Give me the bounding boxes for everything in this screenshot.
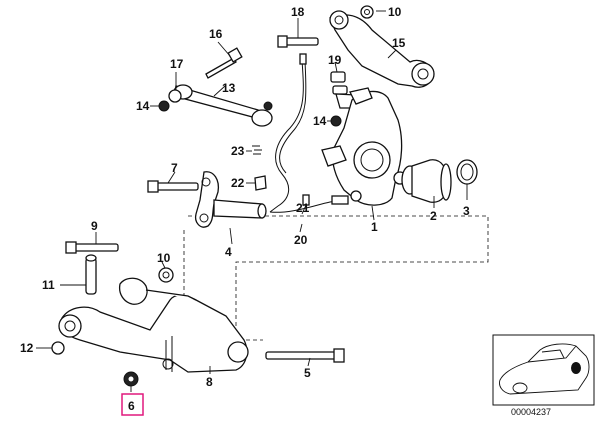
callout-labels: 18 10 15 19 16 17 13 14 14 23 22 7 21 20… — [20, 5, 470, 389]
bolt-7 — [147, 180, 199, 193]
bushing-22 — [254, 175, 267, 191]
wheel-carrier — [321, 87, 407, 206]
callout-11: 11 — [42, 278, 55, 292]
callout-14-right: 14 — [313, 114, 327, 128]
ring-3 — [456, 159, 478, 185]
callout-22: 22 — [231, 176, 245, 190]
callout-14-left: 14 — [136, 99, 150, 113]
callout-6-highlight[interactable]: 6 — [121, 393, 144, 416]
callout-17: 15 — [392, 36, 406, 50]
callout-3: 3 — [463, 204, 470, 218]
bolt-9 — [65, 241, 119, 254]
sensor-cable — [269, 53, 349, 213]
callout-13: 13 — [222, 81, 236, 95]
callout-18: 19 — [328, 53, 342, 67]
pin-11 — [85, 254, 97, 295]
nut-10-lower — [158, 267, 174, 283]
callout-10-top: 10 — [388, 5, 402, 19]
nut-16 — [168, 89, 182, 103]
callout-10-lower: 10 — [157, 251, 171, 265]
nut-10-top — [360, 5, 374, 19]
callout-4: 4 — [225, 245, 232, 259]
joint-2 — [401, 159, 452, 203]
nut-12 — [51, 341, 65, 355]
leader-lines — [36, 10, 468, 392]
callout-23: 23 — [231, 144, 245, 158]
callout-15: 16 — [209, 27, 223, 41]
callout-16: 17 — [170, 57, 184, 71]
nut-6 — [123, 371, 139, 387]
nut-14-right — [330, 115, 342, 127]
callout-7: 7 — [171, 161, 178, 175]
callout-2: 2 — [430, 209, 437, 223]
callout-6: 6 — [128, 399, 135, 413]
callout-12: 12 — [20, 341, 34, 355]
callout-9: 9 — [91, 219, 98, 233]
callout-5: 5 — [304, 366, 311, 380]
callout-20: 20 — [294, 233, 308, 247]
callout-1: 1 — [371, 220, 378, 234]
callout-19: 18 — [291, 5, 305, 19]
bolt-5 — [265, 348, 345, 363]
callout-8: 8 — [206, 375, 213, 389]
link-4 — [194, 171, 267, 228]
callout-21: 21 — [296, 201, 310, 215]
nut-14-left — [158, 100, 170, 112]
bolt-15 — [205, 47, 243, 79]
thumbnail-code: 00004237 — [511, 407, 551, 417]
lower-arm-8 — [58, 277, 249, 373]
bolt-19 — [277, 35, 319, 48]
clip-23 — [252, 145, 262, 155]
upper-control-arm — [329, 10, 435, 88]
car-thumbnail: 00004237 — [492, 334, 595, 417]
